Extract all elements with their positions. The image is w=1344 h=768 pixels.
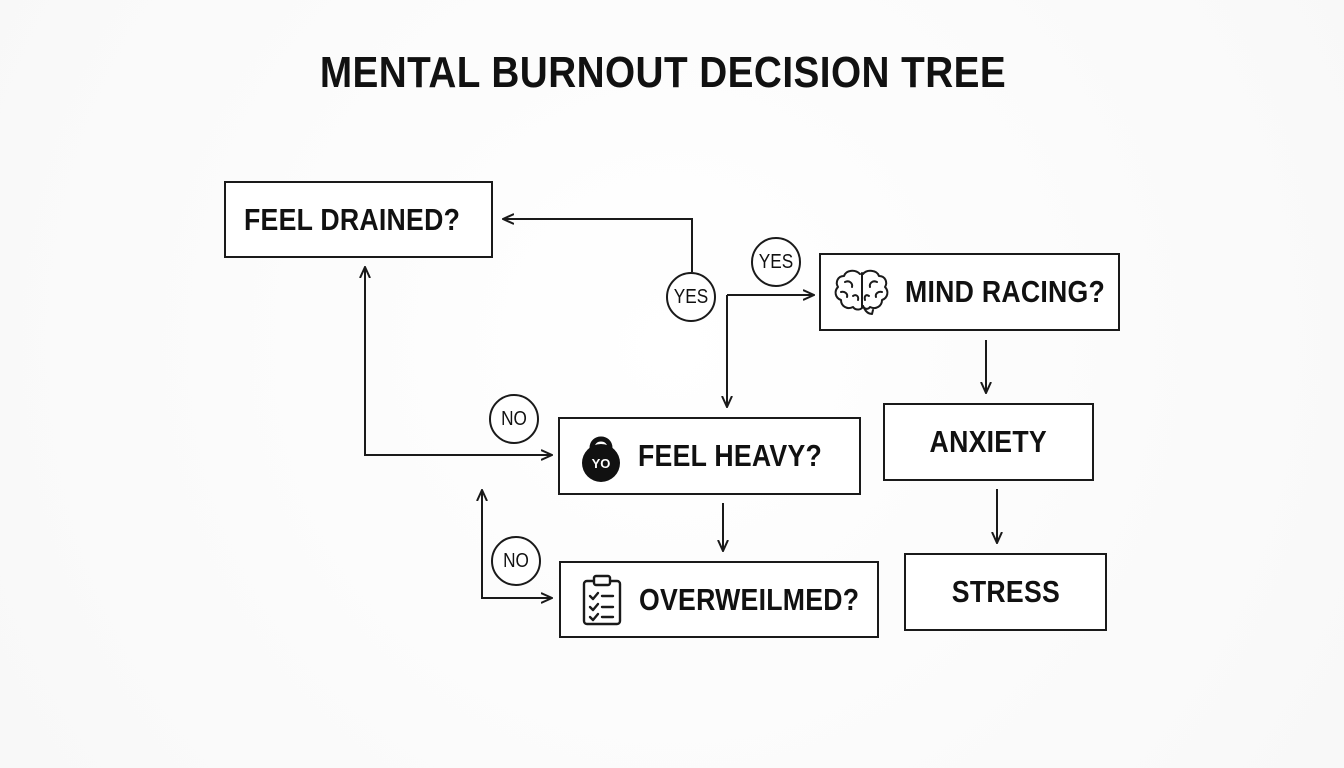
node-anxiety-label: ANXIETY: [929, 424, 1048, 459]
node-stress-label: STRESS: [951, 574, 1060, 609]
badge-no-label: NO: [503, 549, 529, 572]
node-mind-racing[interactable]: MIND RACING?: [819, 253, 1120, 331]
kettlebell-label: YO: [592, 456, 611, 471]
clipboard-checklist-icon: [579, 572, 625, 628]
node-overwhelmed-label: OVERWEILMED?: [639, 581, 860, 617]
badge-yes-label: YES: [758, 250, 794, 273]
badge-yes-label: YES: [673, 285, 709, 308]
node-feel-drained[interactable]: FEEL DRAINED?: [224, 181, 493, 258]
arrow-yes-to-feel-drained: [503, 219, 693, 272]
node-feel-heavy[interactable]: YO FEEL HEAVY?: [558, 417, 861, 495]
page-title: MENTAL BURNOUT DECISION TREE: [319, 48, 1007, 97]
node-overwhelmed[interactable]: OVERWEILMED?: [559, 561, 879, 638]
badge-no-overwhelmed[interactable]: NO: [491, 536, 541, 586]
brain-icon: [833, 266, 891, 318]
badge-no-feel-heavy[interactable]: NO: [489, 394, 539, 444]
node-mind-racing-label: MIND RACING?: [905, 274, 1106, 309]
node-stress[interactable]: STRESS: [904, 553, 1107, 631]
node-feel-heavy-label: FEEL HEAVY?: [638, 438, 823, 473]
node-feel-drained-label: FEEL DRAINED?: [244, 201, 461, 237]
kettlebell-icon: YO: [578, 428, 624, 484]
node-anxiety[interactable]: ANXIETY: [883, 403, 1094, 481]
badge-no-label: NO: [501, 407, 527, 430]
badge-yes-feel-drained[interactable]: YES: [666, 272, 716, 322]
badge-yes-mind-racing[interactable]: YES: [751, 237, 801, 287]
